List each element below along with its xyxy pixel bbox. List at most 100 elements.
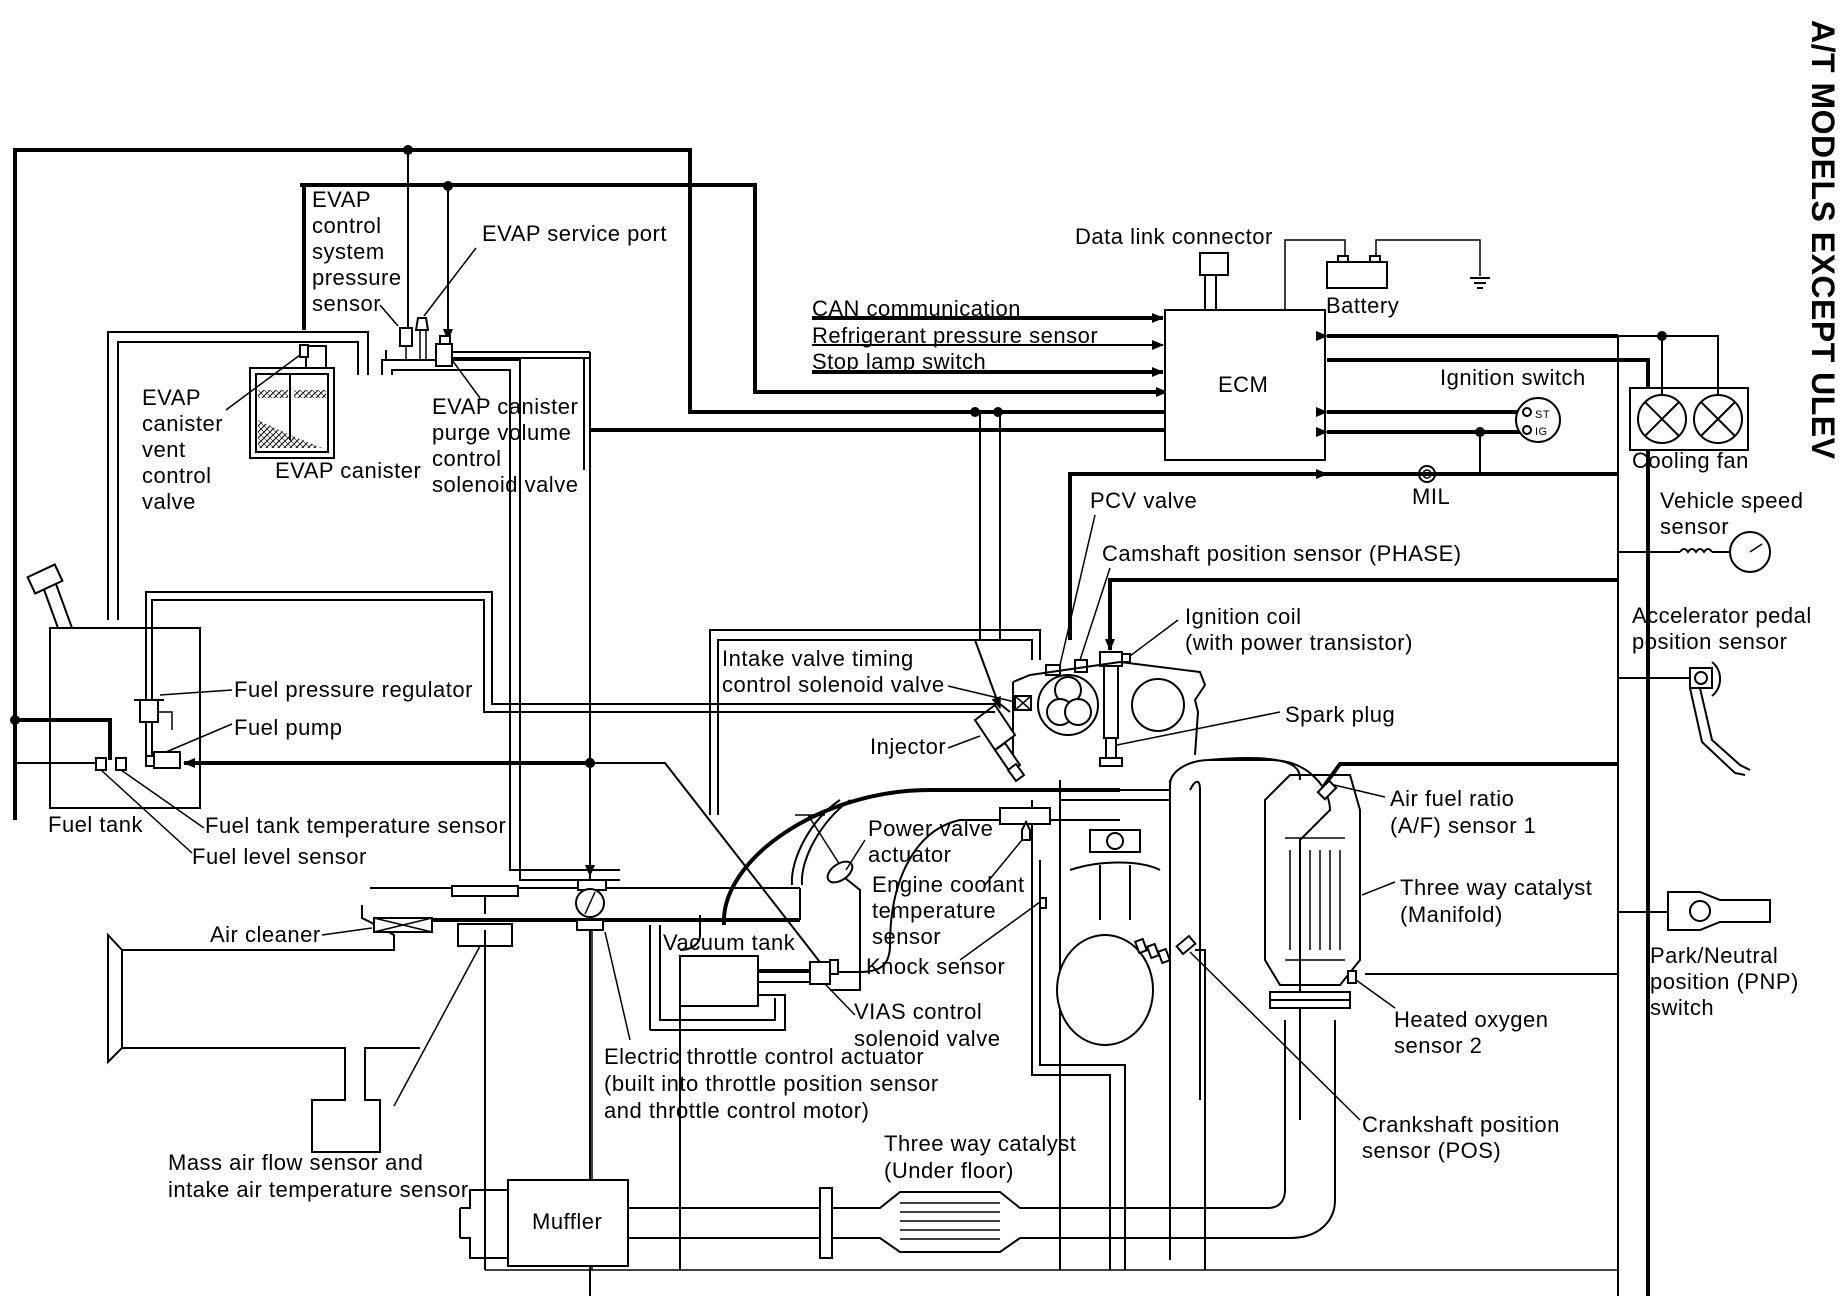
injector: Injector (870, 639, 1026, 783)
ignition-coil: Ignition coil (with power transistor) (1099, 604, 1412, 739)
svg-text:Electric throttle control actu: Electric throttle control actuator (604, 1044, 924, 1069)
evap-purge-valve-label: EVAP canister purge volume control solen… (432, 394, 578, 497)
svg-text:Three way catalyst: Three way catalyst (884, 1131, 1076, 1156)
exhaust-pipe: Three way catalyst (Under floor) (459, 1020, 1336, 1259)
spark-plug: Spark plug (1099, 702, 1395, 767)
svg-text:MIL: MIL (1412, 484, 1450, 509)
svg-text:EVAP: EVAP (312, 187, 371, 212)
evap-canister: EVAP canister (249, 367, 421, 483)
svg-text:control: control (142, 463, 212, 488)
vias-solenoid-valve: VIAS control solenoid valve (809, 959, 1000, 1051)
svg-text:and throttle control motor): and throttle control motor) (604, 1098, 869, 1123)
svg-text:solenoid valve: solenoid valve (854, 1026, 1000, 1051)
fuel-pump: Fuel pump (145, 715, 831, 976)
svg-text:control: control (432, 446, 502, 471)
vacuum-tank: Vacuum tank (649, 925, 810, 1031)
air-intake: Air cleaner (107, 887, 801, 1153)
svg-text:Battery: Battery (1326, 293, 1399, 318)
svg-text:EVAP service port: EVAP service port (482, 221, 667, 246)
crankshaft-position-sensor: Crankshaft position sensor (POS) (1175, 934, 1560, 1163)
right-side-harness (1316, 331, 1650, 1296)
evap-service-port: EVAP service port (414, 221, 667, 360)
ecm-module: ECM (1164, 309, 1326, 461)
svg-text:switch: switch (1650, 995, 1714, 1020)
svg-text:Three way catalyst: Three way catalyst (1400, 875, 1592, 900)
heated-oxygen-sensor: Heated oxygen sensor 2 (1347, 970, 1549, 1058)
svg-text:control solenoid valve: control solenoid valve (722, 672, 945, 697)
data-link-connector: Data link connector (1075, 224, 1273, 310)
svg-text:position (PNP): position (PNP) (1650, 969, 1799, 994)
evap-pressure-sensor-label: EVAP control system pressure sensor (312, 187, 402, 316)
engine-signal-wires (970, 407, 1618, 975)
accelerator-pedal-sensor: Accelerator pedal position sensor (1618, 603, 1812, 776)
svg-text:Fuel pressure regulator: Fuel pressure regulator (234, 677, 473, 702)
svg-text:Crankshaft position: Crankshaft position (1362, 1112, 1560, 1137)
svg-text:Data link connector: Data link connector (1075, 224, 1273, 249)
svg-text:Park/Neutral: Park/Neutral (1650, 943, 1778, 968)
air-fuel-ratio-sensor: Air fuel ratio (A/F) sensor 1 (1316, 779, 1536, 838)
svg-text:Muffler: Muffler (532, 1209, 602, 1234)
svg-text:purge volume: purge volume (432, 420, 571, 445)
svg-text:Heated oxygen: Heated oxygen (1394, 1007, 1549, 1032)
svg-text:EVAP canister: EVAP canister (432, 394, 578, 419)
svg-text:(A/F) sensor 1: (A/F) sensor 1 (1390, 813, 1536, 838)
bottom-harness (484, 930, 1618, 1271)
svg-text:Vacuum tank: Vacuum tank (663, 930, 796, 955)
svg-text:vent: vent (142, 437, 186, 462)
svg-text:Air cleaner: Air cleaner (210, 922, 321, 947)
svg-text:valve: valve (142, 489, 196, 514)
muffler: Muffler (507, 1179, 629, 1267)
evap-pipes (107, 331, 620, 881)
vehicle-speed-sensor: Vehicle speed sensor (1618, 488, 1804, 573)
evap-vent-valve-label: EVAP canister vent control valve (142, 385, 223, 514)
park-neutral-switch: Park/Neutral position (PNP) switch (1618, 891, 1799, 1020)
svg-text:Accelerator pedal: Accelerator pedal (1632, 603, 1812, 628)
svg-text:control: control (312, 213, 382, 238)
svg-text:Fuel level sensor: Fuel level sensor (192, 844, 367, 869)
fuel-pressure-regulator: Fuel pressure regulator (134, 677, 473, 730)
svg-text:EVAP canister: EVAP canister (275, 458, 421, 483)
battery: Battery (1284, 239, 1490, 318)
camshaft-position-sensor: Camshaft position sensor (PHASE) (1074, 541, 1461, 673)
svg-text:solenoid valve: solenoid valve (432, 472, 578, 497)
intake-valve-timing-solenoid: Intake valve timing control solenoid val… (709, 629, 1041, 815)
svg-text:actuator: actuator (868, 842, 952, 867)
evap-pressure-sensor (379, 304, 413, 360)
svg-text:EVAP: EVAP (142, 385, 201, 410)
svg-text:Ignition coil: Ignition coil (1185, 604, 1302, 629)
svg-text:Power valve: Power valve (868, 816, 993, 841)
svg-text:Vehicle speed: Vehicle speed (1660, 488, 1804, 513)
cooling-fan: Cooling fan (1617, 331, 1749, 473)
svg-text:temperature: temperature (872, 898, 996, 923)
engine-coolant-sensor: Engine coolant temperature sensor (872, 807, 1051, 949)
engine-block (1031, 780, 1206, 1270)
svg-text:intake air temperature sensor: intake air temperature sensor (168, 1177, 469, 1202)
exhaust-manifold (1169, 757, 1332, 1120)
svg-text:system: system (312, 239, 385, 264)
svg-text:ST: ST (1535, 409, 1550, 421)
fuel-tank: Fuel tank Fuel tank temperature sensor F… (10, 563, 506, 869)
svg-text:position sensor: position sensor (1632, 629, 1787, 654)
svg-text:Air fuel ratio: Air fuel ratio (1390, 786, 1514, 811)
svg-text:Fuel tank: Fuel tank (48, 812, 143, 837)
svg-text:IG: IG (1535, 426, 1548, 438)
svg-text:pressure: pressure (312, 265, 402, 290)
svg-text:Intake valve timing: Intake valve timing (722, 646, 914, 671)
svg-text:Spark plug: Spark plug (1285, 702, 1395, 727)
svg-text:(Under floor): (Under floor) (884, 1158, 1014, 1183)
cylinder-head (1012, 660, 1207, 760)
svg-text:Fuel tank temperature sensor: Fuel tank temperature sensor (205, 813, 506, 838)
ecm-input-signals: CAN communication Refrigerant pressure s… (812, 296, 1164, 377)
svg-text:Stop lamp switch: Stop lamp switch (812, 349, 986, 374)
svg-text:VIAS control: VIAS control (854, 999, 982, 1024)
svg-text:Cooling fan: Cooling fan (1632, 448, 1749, 473)
svg-text:sensor: sensor (872, 924, 941, 949)
svg-text:Engine coolant: Engine coolant (872, 872, 1025, 897)
top-harness-wires (13, 145, 1168, 820)
svg-text:sensor (POS): sensor (POS) (1362, 1138, 1501, 1163)
diagram-title: A/T MODELS EXCEPT ULEV (1805, 20, 1840, 460)
svg-text:Knock sensor: Knock sensor (866, 954, 1005, 979)
fuel-lines (145, 591, 1011, 760)
svg-text:Fuel pump: Fuel pump (234, 715, 342, 740)
